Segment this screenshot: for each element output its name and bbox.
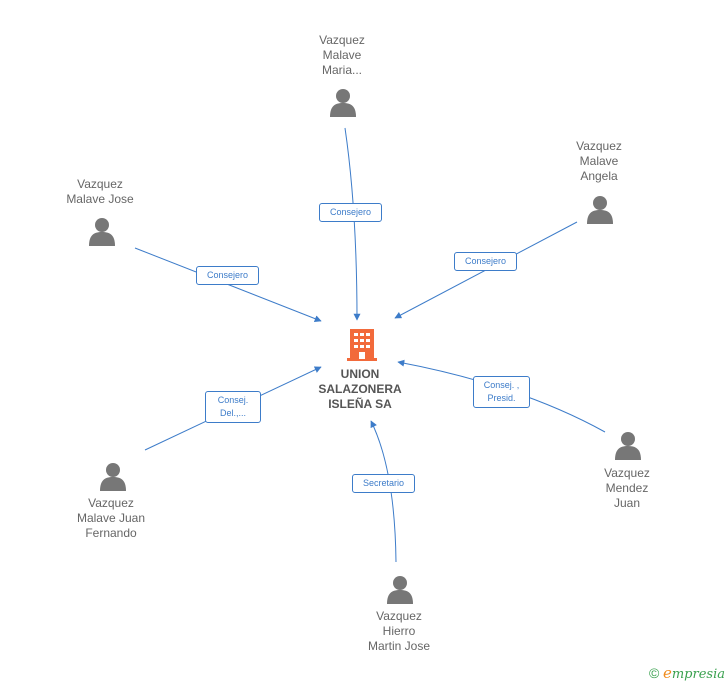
person-name-line: Vazquez <box>604 466 650 480</box>
role-badge-vazquez-malave-angela[interactable]: Consejero <box>454 252 517 271</box>
role-label: Consej. <box>217 395 249 405</box>
person-name-vazquez-malave-jose[interactable]: Vazquez Malave Jose <box>40 177 160 207</box>
person-name-line: Malave <box>322 48 362 62</box>
person-icon[interactable] <box>614 430 642 460</box>
role-badge-vazquez-hierro-martin-jose[interactable]: Secretario <box>352 474 415 493</box>
person-name-vazquez-malave-angela[interactable]: Vazquez Malave Angela <box>539 139 659 184</box>
person-name-line: Martin Jose <box>367 639 431 653</box>
role-badge-vazquez-malave-maria[interactable]: Consejero <box>319 203 382 222</box>
role-label: Presid. <box>487 393 516 403</box>
footer-brand[interactable]: © empresia <box>649 664 725 682</box>
person-name-line: Malave Jose <box>66 192 134 206</box>
person-name-vazquez-malave-juan-fernando[interactable]: Vazquez Malave Juan Fernando <box>51 496 171 541</box>
company-name-line: ISLEÑA SA <box>328 397 392 411</box>
brand-initial: e <box>662 664 672 682</box>
person-icon[interactable] <box>88 216 116 246</box>
person-name-vazquez-hierro-martin-jose[interactable]: Vazquez Hierro Martin Jose <box>339 609 459 654</box>
role-label: Consejero <box>329 207 372 217</box>
person-name-line: Malave Juan <box>76 511 146 525</box>
role-badge-vazquez-mendez-juan[interactable]: Consej. , Presid. <box>473 376 530 408</box>
person-name-line: Angela <box>580 169 618 183</box>
company-name-line: UNION <box>340 367 380 381</box>
role-badge-vazquez-malave-juan-fernando[interactable]: Consej. Del.,... <box>205 391 261 423</box>
person-name-line: Vazquez <box>576 139 622 153</box>
person-name-vazquez-mendez-juan[interactable]: Vazquez Mendez Juan <box>567 466 687 511</box>
brand-rest: mpresia <box>671 667 725 682</box>
person-name-line: Malave <box>579 154 619 168</box>
company-name-line: SALAZONERA <box>318 382 402 396</box>
role-label: Consejero <box>464 256 507 266</box>
person-name-line: Vazquez <box>376 609 422 623</box>
role-label: Consejero <box>206 270 249 280</box>
person-name-line: Mendez <box>605 481 649 495</box>
person-name-vazquez-malave-maria[interactable]: Vazquez Malave Maria... <box>282 33 402 78</box>
role-label: Consej. , <box>483 380 520 390</box>
person-name-line: Hierro <box>382 624 416 638</box>
role-badge-vazquez-malave-jose[interactable]: Consejero <box>196 266 259 285</box>
person-icon[interactable] <box>386 574 414 604</box>
role-label: Del.,... <box>219 408 246 418</box>
person-icon[interactable] <box>99 461 127 491</box>
copyright-symbol: © <box>649 665 660 681</box>
person-name-line: Vazquez <box>77 177 123 191</box>
role-label: Secretario <box>362 478 405 488</box>
person-name-line: Juan <box>613 496 641 510</box>
building-icon[interactable] <box>347 327 377 361</box>
person-icon[interactable] <box>586 194 614 224</box>
brand-logo: empresia <box>662 664 725 682</box>
person-name-line: Vazquez <box>88 496 134 510</box>
person-icon[interactable] <box>329 87 357 117</box>
edge-vazquez-malave-maria <box>344 127 361 321</box>
person-name-line: Fernando <box>85 526 137 540</box>
person-name-line: Vazquez <box>319 33 365 47</box>
company-name[interactable]: UNION SALAZONERA ISLEÑA SA <box>300 367 420 412</box>
person-name-line: Maria... <box>321 63 362 77</box>
